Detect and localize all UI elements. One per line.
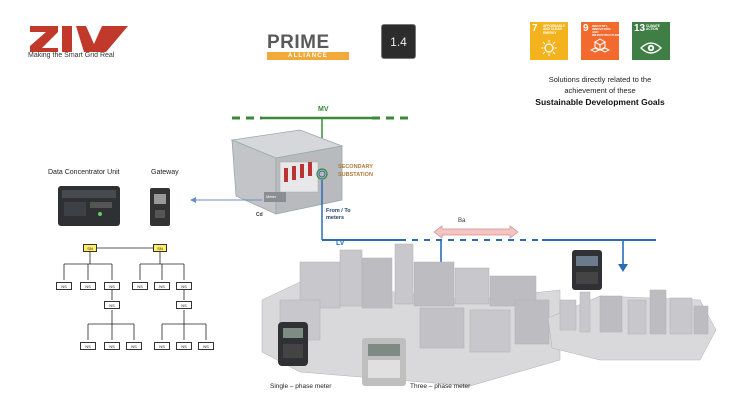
base-node: SN	[83, 244, 97, 252]
sdg-caption: Solutions directly related to the achiev…	[500, 74, 700, 96]
base-node: SN	[153, 244, 167, 252]
dcu-label: Data Concentrator Unit	[48, 169, 120, 176]
sdg-tile-7: 7 AFFORDABLE AND CLEAN ENERGY	[530, 22, 568, 60]
sdg-tile-number: 7	[532, 23, 538, 34]
brand-tagline: Making the Smart Grid Real	[28, 52, 115, 59]
sdg-caption-bold: Sustainable Development Goals	[535, 97, 665, 107]
version-chip-icon: 1.4	[381, 24, 416, 59]
sdg-tile-number: 9	[583, 23, 589, 34]
sdg-tile-text: AFFORDABLE AND CLEAN ENERGY	[543, 24, 565, 35]
service-node: NS	[176, 342, 192, 350]
sun-icon	[541, 40, 557, 56]
three-phase-meter-device	[362, 338, 406, 386]
service-node: NS	[132, 282, 148, 290]
ziv-logo	[30, 26, 128, 52]
three-phase-label: Three – phase meter	[410, 383, 471, 390]
service-node: NS	[104, 342, 120, 350]
service-node: NS	[126, 342, 142, 350]
service-node: NS	[104, 301, 120, 309]
sdg-caption-line1: Solutions directly related to the	[548, 75, 652, 84]
secondary-substation-cabinet	[230, 129, 344, 215]
substation-label-2: SUBSTATION	[338, 172, 373, 178]
sdg-tile-text: CLIMATE ACTION	[646, 24, 660, 32]
cubes-icon	[590, 38, 610, 53]
service-node: NS	[80, 342, 96, 350]
substation-label-1: SECONDARY	[338, 164, 373, 170]
city-block-right	[547, 289, 717, 361]
service-node: NS	[104, 282, 120, 290]
service-node: NS	[56, 282, 72, 290]
sdg-tile-text: INDUSTRY, INNOVATION AND INFRASTRUCTURE	[592, 24, 620, 38]
right-meter-device	[572, 250, 602, 290]
gateway-device	[150, 188, 170, 226]
sdg-tile-13: 13 CLIMATE ACTION	[632, 22, 670, 60]
service-node: NS	[198, 342, 214, 350]
single-phase-label: Single – phase meter	[270, 383, 332, 390]
data-concentrator-unit-device	[58, 186, 120, 226]
from-to-label-2: meters	[326, 215, 345, 221]
meter-panel-label: Meter	[266, 194, 277, 199]
prime-logo: PRIME	[267, 32, 330, 53]
meter-circle	[316, 168, 328, 180]
sdg-tile-number: 13	[634, 23, 646, 34]
service-node: NS	[154, 342, 170, 350]
mv-label: MV	[318, 106, 329, 113]
service-node: NS	[176, 301, 192, 309]
network-tree-lines	[63, 247, 207, 340]
service-node: NS	[176, 282, 192, 290]
city-block-main	[261, 243, 561, 387]
lv-label: LV	[336, 240, 345, 247]
prime-alliance-bar: ALLIANCE	[267, 52, 349, 60]
single-phase-meter-device	[278, 322, 308, 366]
eye-icon	[640, 42, 662, 54]
service-node: NS	[154, 282, 170, 290]
arrow-left-icon	[190, 197, 196, 203]
ba-label: Ba	[458, 218, 466, 224]
from-to-label-1: From / To	[326, 208, 351, 214]
sdg-tile-9: 9 INDUSTRY, INNOVATION AND INFRASTRUCTUR…	[581, 22, 620, 60]
service-node: NS	[80, 282, 96, 290]
cd-label: Cd	[256, 212, 263, 218]
gateway-label: Gateway	[151, 169, 179, 176]
ba-double-arrow	[433, 225, 519, 239]
sdg-caption-line2: achievement of these	[564, 86, 636, 95]
arrow-down-icon	[618, 264, 628, 272]
